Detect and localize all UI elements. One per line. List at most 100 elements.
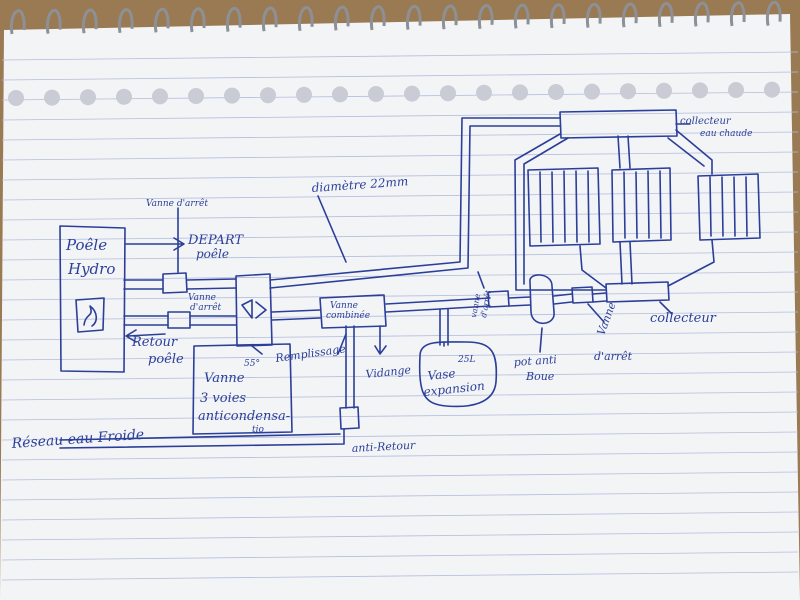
- spiral-coil: [261, 6, 278, 32]
- vanne-arret-mid-label-line1: Vanne: [188, 293, 216, 303]
- retour-pipe: [123, 315, 169, 326]
- binding-hole: [584, 83, 600, 100]
- spiral-coil: [369, 5, 386, 31]
- spiral-coil: [81, 8, 98, 34]
- three-way-label-line3: anticondensa-: [198, 409, 290, 424]
- binding-hole: [332, 86, 348, 103]
- binding-hole: [692, 82, 708, 99]
- anti-retour-valve-body: [339, 406, 360, 430]
- spiral-coil: [333, 5, 350, 31]
- vase-label-line2: expansion: [423, 379, 486, 399]
- binding-hole: [620, 83, 636, 100]
- radiator-2-supply: [617, 135, 633, 285]
- ruled-line: [1, 291, 799, 301]
- three-way-valve-symbol: [241, 299, 267, 319]
- ruled-line: [1, 171, 799, 181]
- schematic: [59, 109, 761, 449]
- spiral-coil: [765, 0, 782, 26]
- spiral-coil: [513, 3, 530, 29]
- pot-anti-boue-body: [529, 274, 555, 325]
- collecteur-pointer: [659, 301, 673, 315]
- ruled-line: [1, 311, 799, 321]
- vanne-arret-far-label-line2: d'arrêt: [594, 350, 633, 363]
- pot-label-line1: pot anti: [513, 353, 557, 369]
- ruled-line: [1, 271, 799, 281]
- spiral-binding: [8, 0, 782, 106]
- binding-hole: [296, 86, 312, 103]
- ruled-line: [1, 391, 799, 401]
- pipe-to-pot: [508, 296, 531, 307]
- ruled-line: [1, 351, 799, 361]
- retour-arrow: [125, 329, 166, 343]
- anti-retour-label: anti-Retour: [351, 439, 416, 455]
- stove-box: [59, 225, 126, 373]
- three-way-temp-label: 55°: [244, 359, 260, 369]
- binding-hole: [44, 89, 60, 106]
- ruled-line: [1, 331, 799, 341]
- ruled-line: [1, 151, 799, 161]
- binding-hole: [368, 86, 384, 102]
- vidange-arrow: [374, 325, 387, 355]
- three-way-label-line4: tio: [252, 425, 264, 435]
- ruled-line: [1, 551, 799, 561]
- stove-label-line2: Hydro: [67, 260, 115, 278]
- stove-window: [75, 297, 105, 333]
- vanne-combinee-body: [319, 294, 387, 329]
- ruled-line: [1, 471, 799, 481]
- binding-hole: [224, 87, 240, 104]
- ruled-line: [1, 251, 799, 261]
- binding-hole: [80, 89, 96, 106]
- spiral-coil: [657, 2, 674, 28]
- pot-label-line2: Boue: [525, 370, 555, 383]
- binding-hole: [440, 85, 456, 102]
- pipe-to-collector: [592, 292, 607, 303]
- collecteur-chaude-label-line1: collecteur: [680, 116, 732, 127]
- radiator-1-supply: [514, 133, 607, 291]
- stove-flame-icon: [83, 305, 98, 327]
- three-way-connector: [251, 345, 263, 355]
- remplissage-pipe: [345, 325, 355, 409]
- ruled-line: [1, 131, 799, 141]
- spiral-coil: [405, 4, 422, 30]
- ruled-line: [1, 371, 799, 381]
- stove-label-line1: Poêle: [65, 236, 107, 254]
- collector-hot-water: [559, 109, 678, 139]
- binding-hole: [404, 85, 420, 102]
- ruled-line: [1, 411, 799, 421]
- ruled-line: [1, 51, 799, 61]
- binding-hole: [152, 88, 168, 105]
- vanne-arret-right-label-line1: vanne: [469, 293, 482, 319]
- three-way-label-line2: 3 voies: [200, 391, 246, 406]
- diametre-label: diamètre 22mm: [311, 174, 408, 195]
- collecteur-chaude-label-line2: eau chaude: [700, 129, 752, 139]
- depart-pipe: [123, 279, 164, 290]
- ruled-line: [1, 531, 799, 541]
- remplissage-pointer: [337, 333, 347, 355]
- collector-bottom: [605, 281, 670, 303]
- pipe-to-3way-bottom: [189, 315, 237, 326]
- spiral-coil: [297, 6, 314, 32]
- vanne-combinee-label-line1: Vanne: [330, 301, 358, 311]
- ruled-line: [1, 71, 799, 81]
- radiator-3-supply: [667, 129, 715, 287]
- binding-hole: [728, 82, 744, 98]
- ruled-line: [1, 511, 799, 521]
- vanne-arret-mid-label-line2: d'arrêt: [190, 302, 222, 313]
- ruled-line: [1, 191, 799, 201]
- vanne-arret-right-pointer: [477, 271, 485, 289]
- depart-riser-pipe: [269, 117, 561, 289]
- spiral-coil: [189, 7, 206, 33]
- ruled-line: [1, 451, 799, 461]
- spiral-coil: [693, 1, 710, 27]
- collecteur-label: collecteur: [650, 311, 717, 326]
- spiral-coil: [225, 6, 242, 32]
- binding-hole: [8, 90, 24, 106]
- paper-sheet: [0, 14, 800, 600]
- three-way-label-line1: Vanne: [204, 371, 245, 386]
- vase-label-line1: Vase: [427, 366, 456, 383]
- retour-label-line2: poêle: [148, 352, 184, 367]
- ruled-line: [1, 211, 799, 221]
- vase-capacity-label: 25L: [457, 355, 475, 365]
- vidange-label: Vidange: [365, 363, 412, 381]
